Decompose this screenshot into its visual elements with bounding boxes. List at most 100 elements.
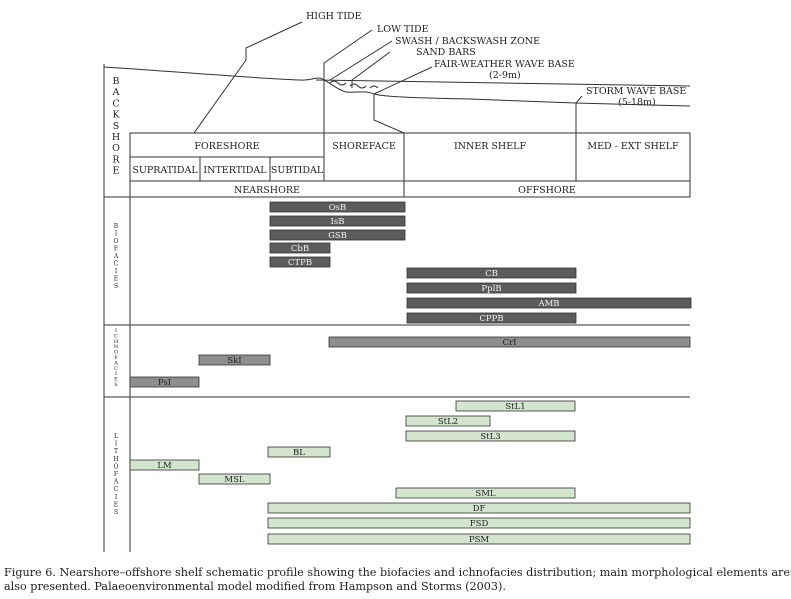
- zone-intertidal: INTERTIDAL: [203, 165, 267, 176]
- zone-supratidal: SUPRATIDAL: [132, 165, 198, 176]
- biofacies-bar-cbb: [269, 242, 331, 254]
- biofacies-label-ctpb: CTPB: [288, 258, 312, 268]
- backshore-letter: H: [112, 132, 120, 143]
- lithofacies-letter: S: [114, 509, 118, 516]
- lithofacies-bar-stl2: [405, 415, 491, 427]
- lithofacies-letter: F: [114, 471, 118, 478]
- biofacies-label-isb: IsB: [331, 217, 345, 227]
- biofacies-bar-pplb: [406, 282, 577, 294]
- backshore-letter: R: [112, 154, 120, 165]
- ichnofacies-letter: I: [115, 328, 117, 334]
- zone-subtidal: SUBTIDAL: [271, 165, 324, 176]
- high-tide-leader: [193, 21, 303, 134]
- figure-caption: Figure 6. Nearshore–offshore shelf schem…: [4, 566, 791, 593]
- lithofacies-letter: A: [113, 479, 119, 486]
- biofacies-label-cppb: CPPB: [479, 314, 503, 324]
- biofacies-letter: F: [114, 246, 118, 253]
- lithofacies-bar-stl3: [405, 430, 576, 442]
- lithofacies-bar-bl: [267, 446, 331, 458]
- lithofacies-bar-stl1: [455, 400, 576, 412]
- biofacies-letter: O: [114, 238, 119, 245]
- swash-leader: [329, 40, 393, 81]
- biofacies-letter: S: [114, 283, 118, 290]
- biofacies-bar-gsb: [269, 229, 406, 241]
- lithofacies-label-stl3: StL3: [480, 432, 500, 442]
- backshore-letter: O: [112, 143, 120, 154]
- storm-wave-base-label: STORM WAVE BASE: [586, 86, 686, 97]
- lithofacies-label-df: DF: [473, 504, 486, 514]
- lithofacies-letter: C: [114, 486, 119, 493]
- biofacies-letter: B: [114, 223, 119, 230]
- backshore-letter: B: [113, 76, 120, 87]
- biofacies-bar-isb: [269, 215, 406, 227]
- biofacies-label-gsb: GSB: [328, 231, 347, 241]
- ichnofacies-letter: E: [114, 377, 118, 383]
- low-tide-label: LOW TIDE: [377, 24, 429, 35]
- fair-weather-depth-label: (2-9m): [489, 70, 521, 81]
- lithofacies-label-stl1: StL1: [505, 402, 525, 412]
- biofacies-bar-amb: [406, 297, 692, 309]
- storm-leader: [575, 95, 583, 133]
- ichnofacies-letter: I: [115, 371, 117, 377]
- ichnofacies-letter: S: [114, 382, 118, 388]
- lithofacies-label-msl: MSL: [224, 475, 245, 485]
- ichnofacies-letter: F: [114, 355, 118, 361]
- biofacies-bar-cppb: [406, 312, 577, 324]
- lithofacies-label-psm: PSM: [469, 535, 490, 545]
- lithofacies-label-fsd: FSD: [470, 519, 489, 529]
- ichnofacies-letter: H: [114, 339, 119, 345]
- ichnofacies-bar-psi: [129, 376, 200, 388]
- lithofacies-letter: H: [113, 456, 118, 463]
- zone-shoreface: SHOREFACE: [332, 141, 396, 152]
- backshore-letter: A: [112, 87, 120, 98]
- lithofacies-letter: I: [115, 441, 118, 448]
- lithofacies-bar-lm: [129, 459, 200, 471]
- profile-morphology: [103, 21, 691, 552]
- lithofacies-label-lm: LM: [157, 461, 172, 471]
- biofacies-bar-ctpb: [269, 256, 331, 268]
- biofacies-letter: A: [113, 253, 119, 260]
- backshore-letter: C: [112, 98, 119, 109]
- ichnofacies-letter: A: [113, 360, 118, 366]
- zone-nearshore: NEARSHORE: [234, 185, 300, 196]
- lithofacies-letter: L: [114, 433, 118, 440]
- ichnofacies-letter: C: [114, 366, 118, 372]
- wave-ripples: [329, 80, 379, 89]
- zone-table: [129, 132, 691, 552]
- backshore-letter: K: [112, 110, 120, 121]
- section-dividers: [104, 196, 690, 398]
- lithofacies-letter: I: [115, 494, 118, 501]
- biofacies-label-amb: AMB: [537, 299, 559, 309]
- lithofacies-label-sml: SML: [475, 489, 496, 499]
- biofacies-label-cbb: CbB: [291, 244, 309, 254]
- lithofacies-bar-psm: [267, 533, 691, 545]
- lithofacies-letter: T: [114, 448, 118, 455]
- fair-weather-wave-base-label: FAIR-WEATHER WAVE BASE: [434, 59, 575, 70]
- biofacies-bar-osb: [269, 201, 406, 213]
- high-tide-label: HIGH TIDE: [306, 11, 362, 22]
- ichnofacies-letter: O: [114, 350, 118, 356]
- biofacies-letter: I: [115, 268, 118, 275]
- lithofacies-bar-sml: [395, 487, 576, 499]
- biofacies-letter: E: [114, 276, 118, 283]
- biofacies-label-pplb: PplB: [481, 284, 501, 294]
- sea-surface-line: [315, 79, 691, 87]
- lithofacies-letter: E: [114, 501, 118, 508]
- ichnofacies-bar-cri: [328, 336, 691, 348]
- lithofacies-letter: O: [114, 463, 119, 470]
- biofacies-letter: I: [115, 231, 118, 238]
- ichnofacies-label-ski: SkI: [227, 356, 241, 366]
- backshore-letter: S: [113, 121, 120, 132]
- sand-bars-label: SAND BARS: [416, 47, 476, 58]
- lithofacies-bar-fsd: [267, 517, 691, 529]
- sandbar-leader: [351, 51, 391, 88]
- ichnofacies-label-psi: PsI: [158, 378, 171, 388]
- swash-zone-label: SWASH / BACKSWASH ZONE: [395, 36, 540, 47]
